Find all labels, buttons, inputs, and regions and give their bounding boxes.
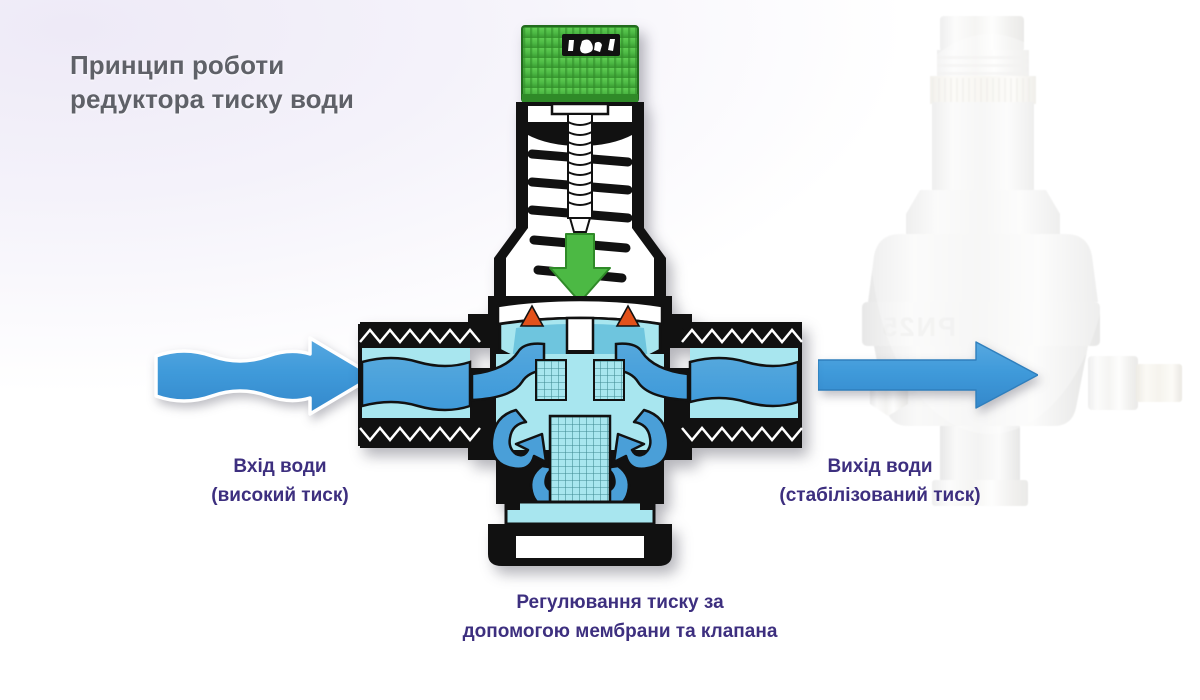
outlet-port — [681, 322, 803, 448]
pressure-indicator-left — [519, 304, 545, 327]
pressure-reducer-cutaway-diagram — [320, 18, 840, 578]
inlet-caption-line-1: Вхід води — [233, 456, 327, 477]
page-title: Принцип роботи редуктора тиску води — [70, 48, 354, 116]
adjustment-cap-group — [521, 25, 639, 103]
adjustment-screw — [550, 102, 610, 233]
outlet-flow-arrow — [818, 338, 1038, 412]
inlet-caption-line-2: (високий тиск) — [211, 485, 349, 506]
bottom-caption-line-2: допомогою мембрани та клапана — [462, 621, 778, 642]
filter-screen — [548, 414, 612, 504]
inlet-caption: Вхід води (високий тиск) — [130, 452, 430, 510]
pressure-indicator-right — [615, 304, 641, 327]
page-title-line-2: редуктора тиску води — [70, 84, 355, 114]
svg-text:PN25: PN25 — [880, 312, 956, 342]
outlet-caption: Вихід води (стабілізований тиск) — [730, 452, 1030, 510]
outlet-caption-line-2: (стабілізований тиск) — [779, 485, 981, 506]
inlet-flow-arrow — [150, 330, 380, 422]
force-arrow — [549, 233, 611, 303]
outlet-caption-line-1: Вихід води — [827, 456, 933, 477]
page-title-line-1: Принцип роботи — [70, 50, 285, 80]
bottom-caption-line-1: Регулювання тиску за — [516, 592, 724, 613]
inlet-port — [358, 322, 481, 448]
bottom-caption: Регулювання тиску за допомогою мембрани … — [390, 588, 850, 646]
